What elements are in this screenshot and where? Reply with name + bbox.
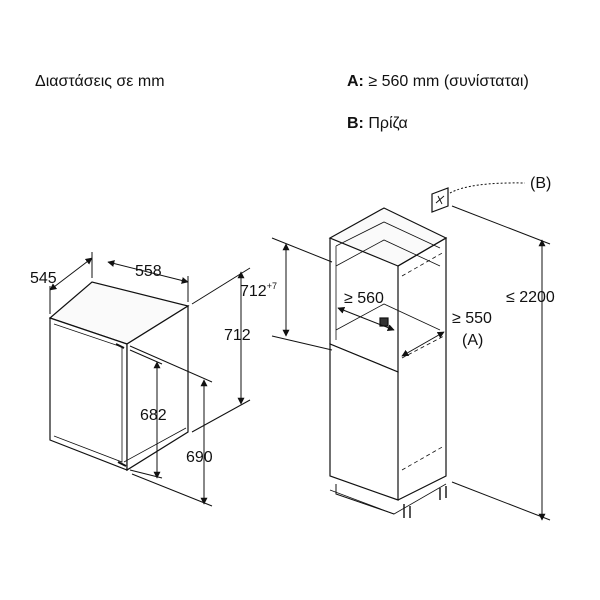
dim-total-height: ≤ 2200: [506, 289, 555, 306]
legend-a: A: ≥ 560 mm (συνίσταται): [347, 73, 529, 91]
dim-niche-height-value: 712: [240, 283, 267, 300]
appliance-drawing: [48, 281, 190, 472]
dim-depth-ref: (A): [462, 332, 483, 349]
legend-b: B: Πρίζα: [347, 115, 408, 133]
appliance-height-dims: [129, 267, 251, 507]
dim-height-niche: 690: [186, 449, 213, 466]
legend-a-key: A:: [347, 73, 364, 90]
dim-depth: 545: [30, 270, 57, 287]
cabinet-total-height-dims: [451, 205, 551, 521]
niche-width-dims: [337, 307, 395, 331]
dim-height-total: 712: [224, 327, 251, 344]
dim-niche-width: ≥ 560: [344, 290, 384, 307]
dim-depth-min: ≥ 550: [452, 310, 492, 327]
dim-niche-height: 712+7: [240, 281, 277, 300]
legend-a-text: ≥ 560 mm (συνίσταται): [368, 73, 529, 90]
cabinet-depth-dims: [401, 331, 445, 357]
appliance-top-dims: [49, 252, 189, 314]
cabinet-drawing: [328, 207, 448, 518]
legend-b-text: Πρίζα: [368, 115, 408, 132]
legend-b-key: B:: [347, 115, 364, 132]
socket-icon: [431, 182, 526, 213]
units-caption: Διαστάσεις σε mm: [35, 73, 165, 90]
socket-label: (B): [530, 175, 551, 192]
dim-height-front: 682: [140, 407, 167, 424]
dim-width: 558: [135, 263, 162, 280]
niche-height-dims: [271, 237, 333, 351]
dim-niche-height-tolerance: +7: [267, 281, 277, 291]
